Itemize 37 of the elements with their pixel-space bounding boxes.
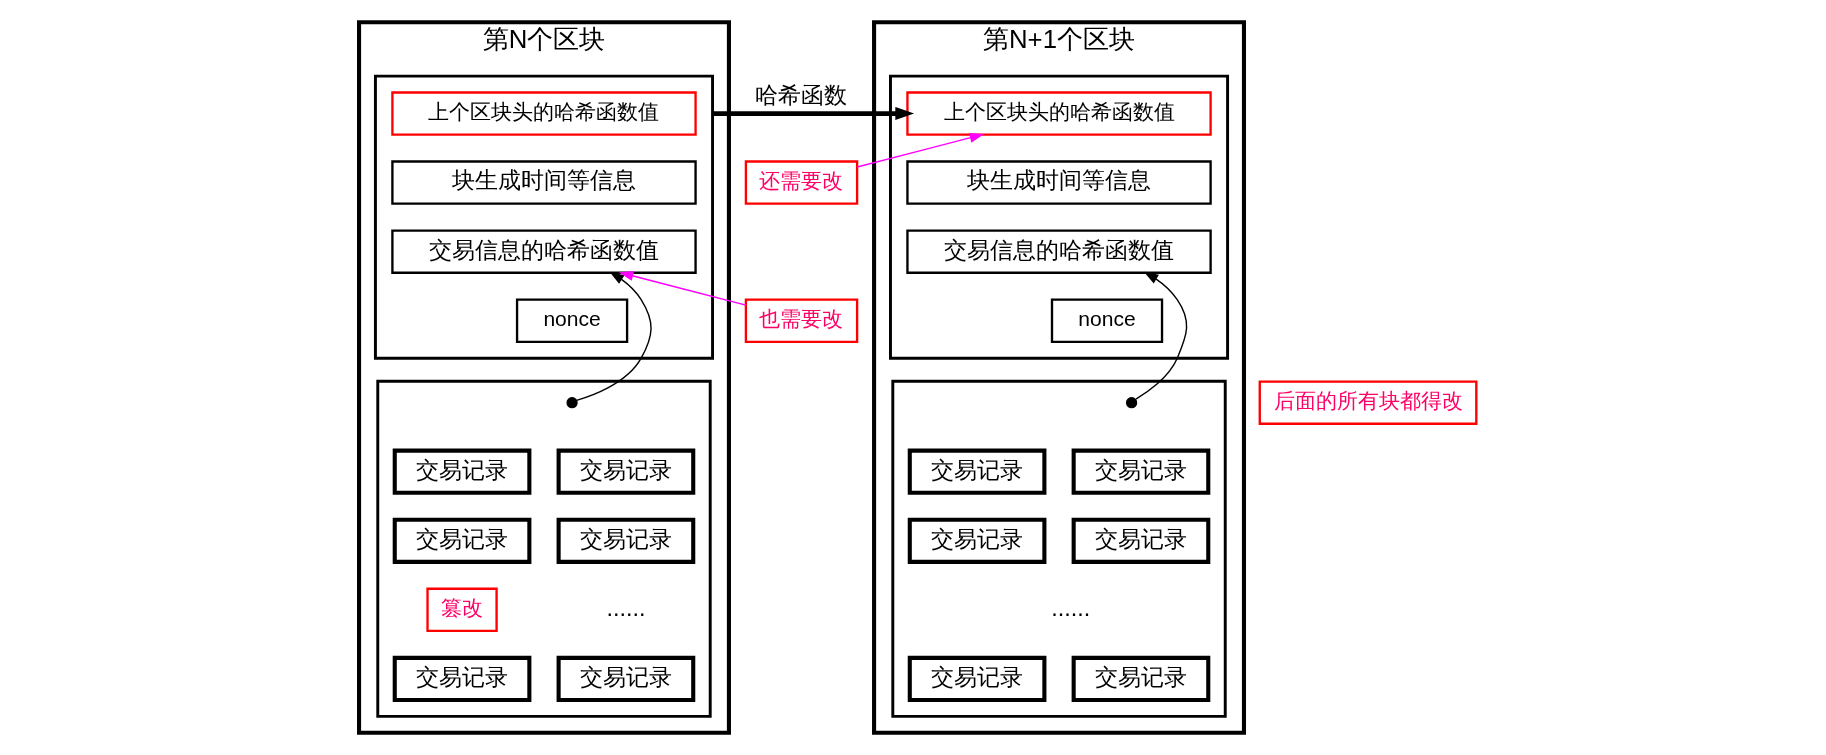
arrow [575,271,652,402]
node-box: 交易记录 [556,448,696,495]
arrow [1135,271,1188,400]
node-box: 上个区块头的哈希函数值 [906,91,1212,136]
label: ...... [1051,594,1091,621]
node-box: 交易记录 [1071,448,1211,495]
node-circle [1125,397,1138,409]
edge-label: 哈希函数 [755,82,848,109]
node-box: nonce [515,298,629,343]
node-box: 块生成时间等信息 [391,160,697,205]
node-box: 篡改 [426,587,498,633]
node-box: 交易记录 [392,655,532,703]
node-box: 也需要改 [744,298,859,343]
node-box: 交易记录 [907,448,1047,495]
node-circle [566,397,578,409]
node-box: 交易信息的哈希函数值 [391,229,697,274]
node-box: 交易记录 [556,655,696,703]
node-box: 块生成时间等信息 [906,160,1212,205]
node-box: 交易信息的哈希函数值 [906,229,1212,274]
node-box: 交易记录 [392,517,532,564]
node-box: 交易记录 [556,517,696,564]
arrow [712,106,915,121]
node-box: nonce [1050,298,1164,343]
cluster [889,74,1230,360]
node-box: 还需要改 [744,160,859,205]
node-box: 交易记录 [907,517,1047,564]
node-box: 交易记录 [907,655,1047,703]
cluster [891,379,1227,718]
node-box: 后面的所有块都得改 [1258,380,1478,425]
node-box: 上个区块头的哈希函数值 [391,91,697,136]
node-box: 交易记录 [392,448,532,495]
arrow [618,270,747,306]
node-box: 交易记录 [1071,517,1211,564]
arrow [856,132,985,168]
cluster [376,379,712,718]
label: ...... [606,594,646,621]
node-box: 交易记录 [1071,655,1211,703]
